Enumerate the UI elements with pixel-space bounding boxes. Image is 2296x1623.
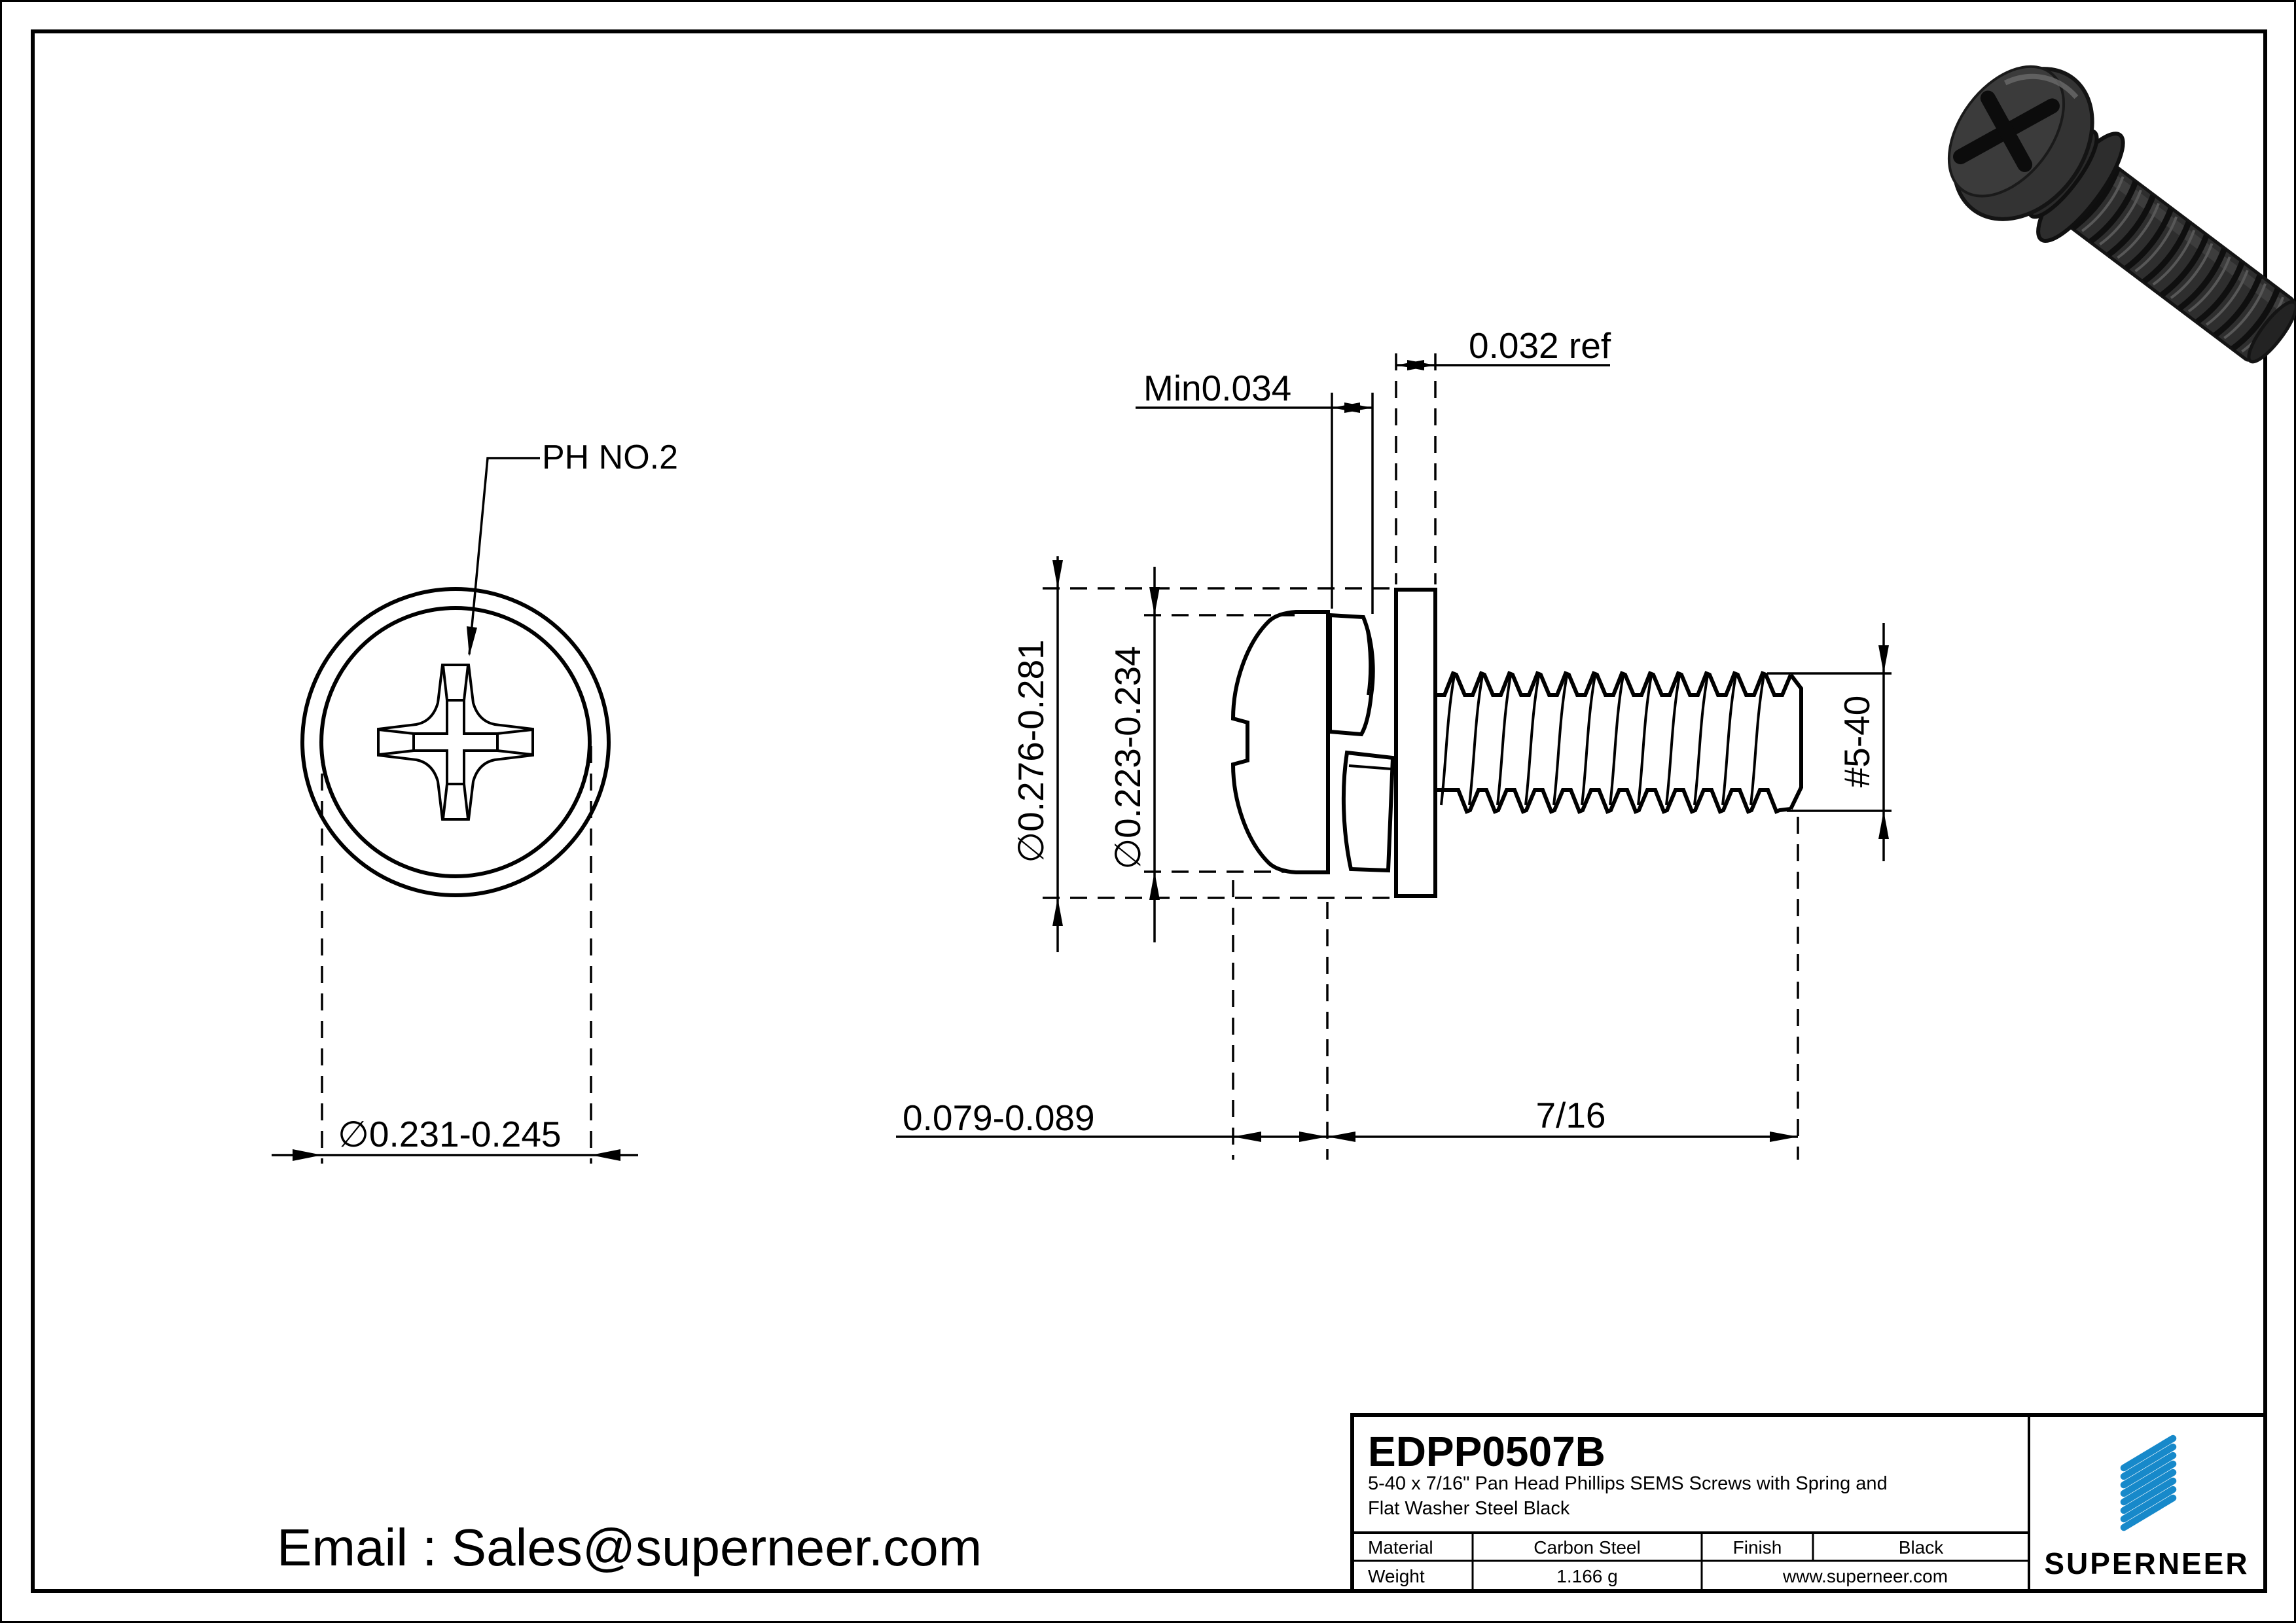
screw3d-flat-washer: [2036, 132, 2125, 243]
front-view: PH NO.2 ∅0.231-0.245: [272, 438, 678, 1164]
description-line1: 5-40 x 7/16" Pan Head Phillips SEMS Scre…: [1368, 1473, 1888, 1494]
washer-ref-text: 0.032 ref: [1469, 325, 1611, 366]
head-od-dimension: ∅0.223-0.234: [1107, 567, 1160, 942]
leader-arrowhead: [467, 626, 477, 656]
washer-od-dimension: ∅0.276-0.281: [1011, 556, 1063, 952]
ph-leader: [467, 457, 540, 656]
screw3d-highlight: [2003, 73, 2079, 99]
finish-label: Finish: [1733, 1537, 1782, 1558]
front-diameter-dimension: ∅0.231-0.245: [272, 746, 638, 1164]
screw3d-tip: [2247, 300, 2296, 364]
screw-3d-render: [1947, 65, 2296, 364]
side-view: ∅0.276-0.281 ∅0.223-0.234 Min0.034 0.032…: [896, 325, 1892, 1160]
washer-ref-dimension: 0.032 ref: [1395, 325, 1611, 584]
ph-label: PH NO.2: [542, 438, 678, 476]
drawing-frame: [31, 29, 2267, 1593]
head-height-text: 0.079-0.089: [903, 1097, 1095, 1138]
pan-head-profile: [1230, 610, 1330, 874]
part-number: EDPP0507B: [1368, 1428, 1605, 1475]
website-link[interactable]: www.superneer.com: [1782, 1566, 1948, 1586]
weight-label: Weight: [1368, 1566, 1425, 1586]
material-label: Material: [1368, 1537, 1433, 1558]
threaded-shank: [1435, 671, 1803, 814]
front-diameter-text: ∅0.231-0.245: [338, 1114, 562, 1154]
head-outer-circle: [319, 606, 592, 878]
length-text: 7/16: [1535, 1095, 1605, 1135]
brand-logo: [2120, 1435, 2177, 1531]
phillips-taper-lines: [378, 665, 533, 819]
spring-min-dimension: Min0.034: [1136, 368, 1374, 614]
weight-value: 1.166 g: [1556, 1566, 1617, 1586]
title-block: EDPP0507B 5-40 x 7/16" Pan Head Phillips…: [1350, 1413, 2267, 1593]
thread-helix: [1440, 675, 1765, 806]
spring-washer: [1328, 613, 1395, 873]
head-od-text: ∅0.223-0.234: [1107, 646, 1148, 870]
washer-od-text: ∅0.276-0.281: [1011, 639, 1051, 863]
thread-size-dimension: #5-40: [1767, 623, 1892, 861]
description-line2: Flat Washer Steel Black: [1368, 1498, 1570, 1519]
phillips-recess: [377, 664, 534, 821]
email-line: Email : Sales@superneer.com: [277, 1518, 982, 1577]
thread-bottom-edge: [1435, 788, 1791, 814]
thread-top-edge: [1435, 671, 1793, 697]
spring-min-text: Min0.034: [1143, 368, 1291, 408]
thread-size-text: #5-40: [1837, 696, 1877, 788]
washer-outer-circle: [300, 587, 611, 897]
material-value: Carbon Steel: [1534, 1537, 1640, 1558]
flat-washer: [1394, 588, 1437, 898]
screw3d-phillips-icon: [1953, 90, 2060, 172]
brand-name: SUPERNEER: [2044, 1546, 2249, 1580]
screw3d-ridges: [2071, 167, 2284, 353]
finish-value: Black: [1899, 1537, 1944, 1558]
bottom-dimensions: 0.079-0.089 7/16: [896, 817, 1799, 1160]
thread-tip-face: [1789, 673, 1803, 810]
